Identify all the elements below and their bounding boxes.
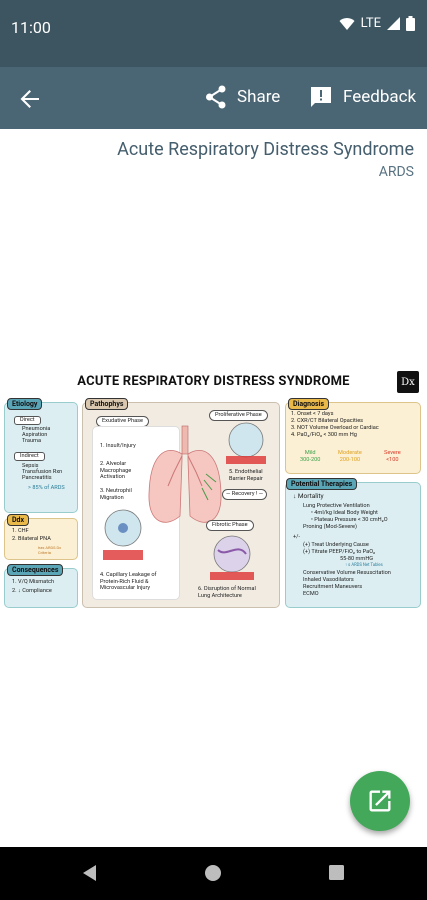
etiology-direct-item-2: Aspiration xyxy=(22,432,48,438)
nav-recents-button[interactable] xyxy=(328,863,346,887)
severity-severe-name: Severe xyxy=(384,450,401,456)
battery-icon xyxy=(406,16,415,31)
etiology-indirect-item-3: Pancreatitis xyxy=(22,475,52,481)
alveolus-proliferative-icon xyxy=(226,422,266,464)
diagnosis-item-3: 3. NOT Volume Overload or Cardiac xyxy=(291,425,379,431)
recovery-label: — Recovery ! — xyxy=(222,489,268,500)
page-title: Acute Respiratory Distress Syndrome xyxy=(117,139,414,160)
arrow-back-icon xyxy=(20,90,39,108)
nav-home-icon xyxy=(205,865,221,881)
back-button[interactable] xyxy=(14,83,46,115)
feedback-button[interactable]: Feedback xyxy=(309,85,416,109)
consequences-item-1: 1. V/Q Mismatch xyxy=(12,579,55,585)
ddx-item-2: 2. Bilateral PNA xyxy=(12,536,51,542)
ddx-item-1: 1. CHF xyxy=(12,528,29,534)
open-external-button[interactable] xyxy=(350,771,410,831)
network-type: LTE xyxy=(360,16,381,31)
exudative-phase-label: Exudative Phase xyxy=(96,416,149,427)
infographic-image[interactable]: ACUTE RESPIRATORY DISTRESS SYNDROME Dx E… xyxy=(0,364,427,612)
pathophys-step-5: 5. Endothelial Barrier Repair xyxy=(229,469,263,482)
fibrotic-phase-label: Fibrotic Phase xyxy=(206,520,254,531)
nav-home-button[interactable] xyxy=(203,863,223,887)
alveolus-exudative-icon xyxy=(103,509,143,560)
dx-logo: Dx xyxy=(397,371,419,393)
page-subtitle: ARDS xyxy=(378,164,414,180)
pathophys-step-1: 1. Insult/Injury xyxy=(100,443,136,449)
feedback-icon xyxy=(311,87,331,107)
content-area: Acute Respiratory Distress Syndrome ARDS… xyxy=(0,129,427,847)
lungs-illustration xyxy=(148,425,222,523)
nav-back-icon xyxy=(83,865,96,881)
status-bar: 11:00 LTE xyxy=(0,0,427,67)
diagnosis-box xyxy=(285,402,421,474)
therapies-pm-item-3: 55-80 mmHG xyxy=(340,556,374,562)
therapies-other-item-2: Inhaled Vasodilators xyxy=(303,577,354,583)
therapies-other-item-1: Conservative Volume Resuscitation xyxy=(303,570,391,576)
etiology-indirect-item-2: Transfusion Rxn xyxy=(22,469,63,475)
ddx-label: Ddx xyxy=(7,514,30,526)
severity-severe-range: <100 xyxy=(386,456,399,463)
therapies-mortality: ↓ Mortality xyxy=(293,492,324,500)
etiology-direct-item-1: Pneumonia xyxy=(22,426,51,432)
therapies-pm-item-1: (+) Treat Underlying Cause xyxy=(303,542,369,548)
ddx-box xyxy=(4,518,78,560)
severity-mild-name: Mild xyxy=(304,450,316,456)
status-time: 11:00 xyxy=(11,18,51,37)
etiology-direct-item-3: Trauma xyxy=(22,438,41,444)
feedback-label: Feedback xyxy=(343,87,417,107)
nav-back-button[interactable] xyxy=(80,863,98,887)
severity-severe: Severe <100 xyxy=(384,450,401,463)
severity-mild-range: 300-200 xyxy=(300,456,321,463)
etiology-direct-label: Direct xyxy=(14,416,41,425)
therapies-item-1: Lung Protective Ventilation xyxy=(303,503,370,509)
consequences-item-2: 2. ↓ Compliance xyxy=(12,588,52,594)
pathophys-step-3: 3. Neutrophil Migration xyxy=(100,488,132,501)
therapies-other-item-3: Recruitment Maneuvers xyxy=(303,584,363,590)
diagnosis-item-2: 2. CXR/CT Bilateral Opacities xyxy=(291,418,364,424)
severity-moderate-name: Moderate xyxy=(338,450,362,456)
therapies-item-3: • Plateau Pressure < 30 cmH₂O xyxy=(311,517,388,523)
therapies-plus-minus: +/- xyxy=(293,534,301,540)
alveolus-fibrotic-icon xyxy=(210,535,254,580)
pathophys-step-2: 2. Alveolar Macrophage Activation xyxy=(100,461,132,480)
diagnosis-item-1: 1. Onset < 7 days xyxy=(291,411,334,417)
share-icon xyxy=(206,85,226,109)
share-label: Share xyxy=(237,87,281,107)
proliferative-phase-label: Proliferative Phase xyxy=(209,410,268,421)
signal-icon xyxy=(387,17,400,30)
therapies-item-4: Proning (Mod-Severe) xyxy=(303,524,357,530)
diagnosis-item-4: 4. PaO₂/FiO₂ < 300 mm Hg xyxy=(291,432,357,438)
etiology-indirect-label: Indirect xyxy=(14,452,45,461)
therapies-pm-note: ↑ s ARDS Net Tables xyxy=(345,563,383,568)
therapies-label: Potential Therapies xyxy=(286,478,358,490)
pathophys-label: Pathophys xyxy=(85,398,129,410)
therapies-item-2: • 4ml/kg Ideal Body Weight xyxy=(311,510,378,516)
pathophys-step-4: 4. Capillary Leakage of Protein-Rich Flu… xyxy=(100,572,157,591)
nav-recents-icon xyxy=(329,865,344,880)
share-button[interactable]: Share xyxy=(205,85,280,109)
ddx-note: has ARDS Dx Criteria xyxy=(38,545,62,555)
severity-moderate: Moderate 200-100 xyxy=(338,450,362,463)
diagnosis-label: Diagnosis xyxy=(288,398,330,410)
etiology-indirect-item-1: Sepsis xyxy=(22,463,39,469)
wifi-icon xyxy=(339,17,355,30)
consequences-label: Consequences xyxy=(7,564,64,576)
pathophys-step-6: 6. Disruption of Normal Lung Architectur… xyxy=(198,586,256,599)
etiology-label: Etiology xyxy=(7,398,43,410)
etiology-sepsis-note: > 85% of ARDS xyxy=(28,485,65,491)
infographic-title: ACUTE RESPIRATORY DISTRESS SYNDROME xyxy=(77,374,350,389)
open-in-new-icon xyxy=(369,790,391,812)
status-icons: LTE xyxy=(339,16,415,31)
system-nav-bar xyxy=(0,847,427,900)
therapies-pm-item-2: (+) Titrate PEEP/FiO₂ to PaO₂ xyxy=(303,549,376,555)
therapies-other-item-4: ECMO xyxy=(303,591,319,597)
app-bar: Share Feedback xyxy=(0,67,427,129)
severity-mild: Mild 300-200 xyxy=(300,450,320,463)
severity-moderate-range: 200-100 xyxy=(339,456,361,463)
